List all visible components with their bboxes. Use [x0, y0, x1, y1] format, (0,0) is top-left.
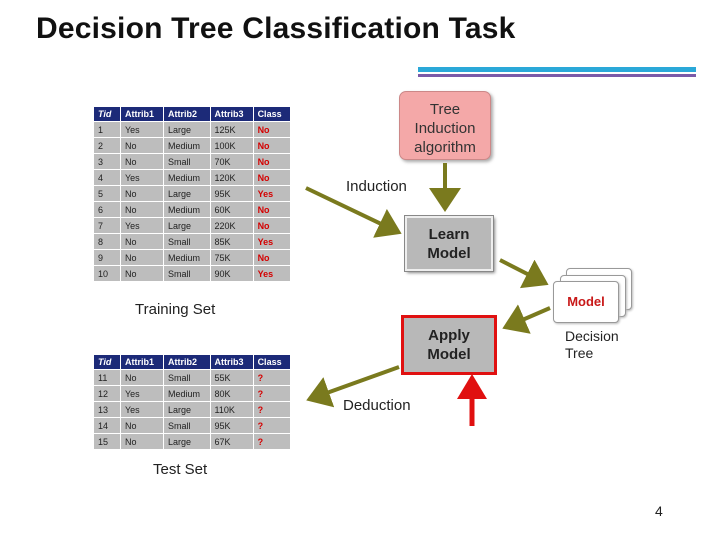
model-card: Model [553, 281, 619, 323]
test-set-caption: Test Set [153, 461, 208, 478]
decision-tree-caption: Decision Tree [565, 328, 619, 362]
header-attrib2: Attrib2 [163, 106, 211, 122]
header-class: Class [252, 354, 292, 370]
header-tid: Tid [93, 106, 121, 122]
header-class: Class [252, 106, 292, 122]
arrow-training-to-learn [305, 186, 402, 238]
page-number: 4 [655, 503, 663, 519]
header-attrib3: Attrib3 [209, 106, 254, 122]
deduction-label: Deduction [343, 397, 411, 414]
arrow-apply-to-test [306, 365, 400, 408]
header-attrib1: Attrib1 [119, 354, 165, 370]
attrib2-cell: Small [163, 265, 211, 282]
training-set-caption: Training Set [135, 301, 216, 318]
decision-tree-line-1: Decision [565, 328, 619, 344]
attrib2-cell: Large [163, 401, 211, 418]
class-cell: ? [252, 433, 292, 450]
title-rule-blue [418, 67, 696, 72]
class-cell: Yes [252, 265, 292, 282]
learn-line-1: Learn [428, 226, 470, 243]
tid-cell: 15 [93, 433, 121, 450]
apply-model-box: Apply Model [401, 315, 497, 375]
algorithm-line-3: algorithm [414, 139, 476, 156]
algorithm-line-1: Tree [429, 101, 461, 118]
algorithm-line-2: Induction [414, 120, 476, 137]
attrib2-cell: Large [163, 433, 211, 450]
arrow-model-to-apply [502, 304, 551, 334]
tree-induction-algorithm-box: Tree Induction algorithm [399, 91, 491, 160]
slide-title: Decision Tree Classification Task [36, 12, 516, 45]
decision-tree-line-2: Tree [565, 345, 594, 361]
learn-model-box: Learn Model [404, 215, 494, 272]
class-cell: No [252, 169, 292, 186]
apply-line-2: Model [427, 346, 471, 363]
induction-label: Induction [346, 178, 407, 195]
title-rule-purple [418, 74, 696, 77]
table-header-row: Tid Attrib1 Attrib2 Attrib3 Class [93, 106, 292, 122]
learn-line-2: Model [427, 245, 471, 262]
apply-line-1: Apply [428, 327, 470, 344]
arrow-learn-to-model [499, 258, 549, 289]
